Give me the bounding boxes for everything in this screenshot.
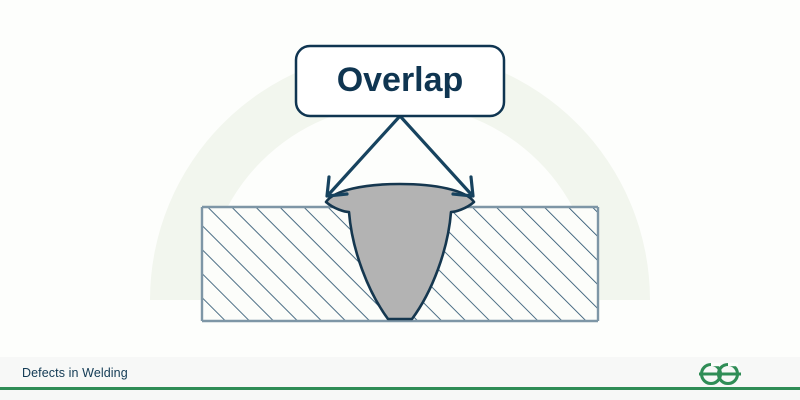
callout-arrow-right-head: [451, 175, 475, 198]
footer-caption: Defects in Welding: [22, 366, 128, 380]
overlap-label-box-frame: [294, 44, 506, 118]
footer-bar: Defects in Welding: [0, 357, 800, 400]
base-plate-outline: [200, 205, 600, 323]
callout-arrow-right-shaft: [398, 114, 472, 195]
weld-bead: [324, 182, 476, 321]
geeksforgeeks-logo[interactable]: [694, 356, 750, 392]
overlap-label-text: Overlap: [337, 61, 464, 99]
callout-arrow-left-head: [325, 175, 349, 198]
overlap-label-box: Overlap: [294, 44, 506, 118]
weld-bead-profile: [324, 182, 476, 321]
overlap-callout-arrows: [325, 114, 475, 198]
background-arc-watermark: [150, 50, 650, 300]
diagram-canvas: Overlap: [150, 44, 650, 323]
footer-divider: [0, 387, 800, 390]
welding-defect-diagram: Overlap: [150, 44, 650, 323]
callout-arrow-left-shaft: [328, 114, 402, 195]
